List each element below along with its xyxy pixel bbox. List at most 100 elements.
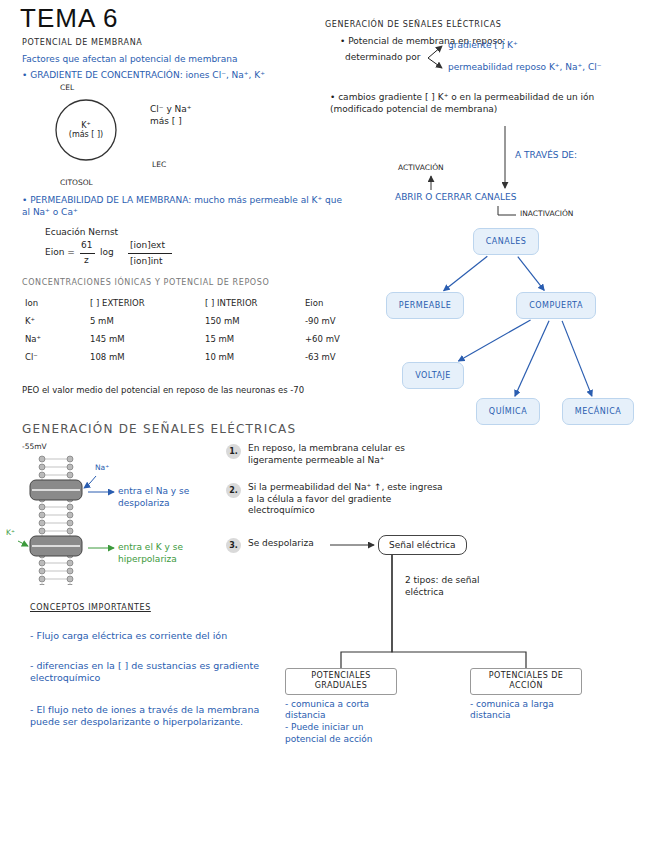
note-text: gradiente [ ] K⁺ — [448, 40, 518, 52]
fraction-bar — [128, 253, 172, 254]
node-label: VOLTAJE — [415, 371, 451, 380]
node-label: POTENCIALES GRADUALES — [285, 668, 397, 695]
sodium-arrow — [84, 476, 96, 488]
result-arrow — [330, 545, 374, 546]
leader-lines — [80, 46, 516, 545]
note-text: [ion]ext — [130, 240, 165, 252]
note-text: Eion = — [45, 247, 75, 259]
concept-box: COMPUERTA — [516, 292, 596, 319]
note-text: CEL — [60, 83, 74, 93]
potassium-arrow — [18, 541, 28, 546]
table-cell: PEO el valor medio del potencial en repo… — [22, 385, 304, 396]
node-note: - Puede iniciar un potencial de acción — [285, 722, 397, 745]
note-text: K⁺ — [6, 528, 15, 538]
note-text: 2 tipos: de señal eléctrica — [405, 575, 505, 598]
down-arrow — [505, 126, 506, 188]
table-cell: [ ] EXTERIOR — [90, 298, 145, 309]
connector — [444, 256, 488, 291]
table-cell: +60 mV — [305, 334, 340, 345]
table-cell: K⁺ — [25, 316, 35, 327]
lipid-bilayer — [38, 455, 74, 585]
node-label: POTENCIALES DE ACCIÓN — [470, 668, 582, 695]
table-cell: 15 mM — [205, 334, 234, 345]
note-text: entra el K y se hiperpolariza — [118, 542, 210, 565]
note-text: Na⁺ — [95, 463, 109, 473]
section-heading: CONCENTRACIONES IÓNICAS Y POTENCIAL DE R… — [22, 278, 269, 288]
note-text: - diferencias en la [ ] de sustancias es… — [30, 660, 280, 685]
node-note: (más [ ]) — [69, 130, 103, 139]
channel-pore — [32, 489, 80, 491]
table-cell: 5 mM — [90, 316, 114, 327]
step-number: 2. — [226, 483, 241, 498]
step-number: 3. — [226, 538, 241, 553]
type-box: POTENCIALES DE ACCIÓN- comunica a larga … — [470, 668, 582, 722]
branch-arrow — [428, 58, 442, 68]
note-text: -55mV — [22, 442, 47, 452]
note-text: CITOSOL — [60, 178, 93, 188]
note-text: ACTIVACIÓN — [398, 163, 444, 173]
note-text: • GRADIENTE DE CONCENTRACIÓN: iones Cl⁻,… — [22, 70, 265, 82]
table-cell: Na⁺ — [25, 334, 41, 345]
ion-channel — [30, 480, 82, 500]
note-text: - El flujo neto de iones a través de la … — [30, 704, 280, 729]
note-text: Factores que afectan al potencial de mem… — [22, 54, 238, 66]
step-number: 1. — [226, 444, 241, 459]
connector — [392, 555, 526, 668]
connector — [458, 320, 530, 361]
node-label: CANALES — [486, 237, 527, 246]
note-text: [ion]int — [130, 256, 162, 268]
fraction-bar — [80, 253, 95, 254]
table-cell: -90 mV — [305, 316, 336, 327]
page-title: TEMA 6 — [20, 2, 118, 36]
note-text: entra el Na y se despolariza — [118, 486, 210, 509]
note-text: En reposo, la membrana celular es ligera… — [248, 443, 443, 466]
node-note: - comunica a corta distancia — [285, 699, 397, 722]
concept-box: QUÍMICA — [476, 398, 540, 425]
node-label: K⁺ — [81, 121, 90, 130]
section-heading: GENERACIÓN DE SEÑALES ELÉCTRICAS — [22, 422, 296, 438]
channel-pore — [32, 545, 80, 547]
hook-line — [498, 206, 516, 215]
table-cell: Ion — [25, 298, 38, 309]
note-text: • cambios gradiente [ ] K⁺ o en la perme… — [330, 92, 640, 115]
connector — [341, 555, 392, 668]
table-cell: -63 mV — [305, 352, 336, 363]
sodium-arrow — [88, 492, 114, 493]
membrane-illustration — [18, 455, 114, 585]
table-cell: Eion — [305, 298, 323, 309]
note-text: LEC — [152, 160, 166, 170]
section-heading: CONCEPTOS IMPORTANTES — [30, 603, 151, 613]
concept-box: PERMEABLE — [386, 292, 464, 319]
node-label: MECÁNICA — [575, 407, 621, 416]
note-text: - Flujo carga eléctrica es corriente del… — [30, 630, 280, 642]
note-text: log — [100, 247, 114, 259]
connector — [518, 257, 544, 291]
section-heading: GENERACIÓN DE SEÑALES ELÉCTRICAS — [325, 20, 501, 30]
node-label: QUÍMICA — [489, 407, 527, 416]
note-text: determinado por — [345, 52, 420, 64]
potassium-arrow — [88, 548, 114, 549]
note-text: • PERMEABILIDAD DE LA MEMBRANA: mucho má… — [22, 195, 352, 218]
table-cell: 108 mM — [90, 352, 125, 363]
note-text: Cl⁻ y Na⁺ más [ ] — [150, 104, 212, 127]
connector — [562, 321, 592, 396]
up-arrow — [431, 176, 432, 190]
concept-box: CANALES — [473, 228, 540, 255]
note-text: z — [84, 255, 89, 267]
signal-box: Señal eléctrica — [378, 535, 467, 555]
table-cell: 150 mM — [205, 316, 240, 327]
branch-arrow — [428, 46, 442, 58]
note-text: Se despolariza — [248, 538, 314, 550]
table-cell: 145 mM — [90, 334, 125, 345]
note-text: permeabilidad reposo K⁺, Na⁺, Cl⁻ — [448, 62, 602, 74]
note-text: 61 — [81, 240, 92, 252]
note-text: ABRIR O CERRAR CANALES — [395, 192, 516, 204]
section-heading: POTENCIAL DE MEMBRANA — [22, 38, 142, 48]
table-cell: Cl⁻ — [25, 352, 38, 363]
ion-channel — [30, 536, 82, 556]
table-cell: 10 mM — [205, 352, 234, 363]
concept-box: MECÁNICA — [562, 398, 634, 425]
node-label: COMPUERTA — [529, 301, 583, 310]
node-label: PERMEABLE — [399, 301, 451, 310]
